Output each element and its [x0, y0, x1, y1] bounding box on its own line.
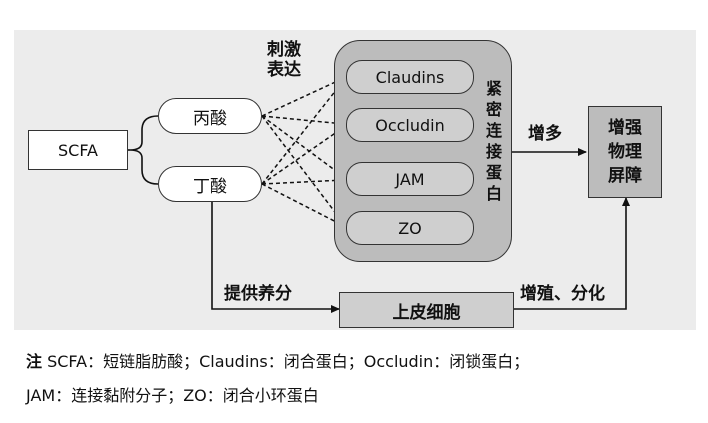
note-line-1: 注 SCFA：短链脂肪酸；Claudins：闭合蛋白；Occludin：闭锁蛋白…: [26, 348, 529, 372]
arrow-propionate-claudins: [261, 77, 345, 117]
epithelium-label: 上皮细胞: [392, 302, 461, 323]
propionate-label: 丙酸: [193, 108, 227, 129]
zo-box: ZO: [346, 211, 474, 245]
tj-char-5: 蛋: [485, 163, 502, 182]
zo-label: ZO: [398, 218, 422, 238]
arrow-proliferate: [514, 197, 630, 310]
butyrate-label: 丁酸: [193, 176, 227, 197]
occludin-label: Occludin: [375, 115, 445, 135]
arrow-butyrate-claudins: [261, 79, 345, 185]
stimulate-label: 刺激 表达: [262, 40, 306, 81]
barrier-box: 增强 物理 屏障: [588, 106, 662, 198]
note-prefix: 注: [26, 352, 43, 371]
proliferate-text: 增殖、分化: [520, 284, 605, 304]
claudins-box: Claudins: [346, 60, 474, 94]
barrier-line-2: 物理: [608, 142, 642, 162]
arrow-nutrition: [211, 196, 340, 313]
claudins-label: Claudins: [375, 67, 445, 87]
note-text-1: SCFA：短链脂肪酸；Claudins：闭合蛋白；Occludin：闭锁蛋白；: [42, 352, 530, 371]
tj-char-4: 接: [485, 142, 502, 161]
tj-char-6: 白: [485, 184, 502, 203]
occludin-box: Occludin: [346, 108, 474, 142]
barrier-line-1: 增强: [608, 118, 642, 138]
scfa-label: SCFA: [57, 140, 98, 160]
barrier-line-3: 屏障: [608, 166, 642, 186]
epithelium-box: 上皮细胞: [339, 292, 514, 328]
arrow-butyrate-zo: [261, 183, 345, 227]
nutrition-label: 提供养分: [224, 284, 292, 304]
arrow-butyrate-occludin: [261, 126, 345, 185]
scfa-box: SCFA: [28, 130, 128, 170]
nutrition-text: 提供养分: [224, 284, 292, 304]
tight-junction-label: 紧 密 连 接 蛋 白: [484, 78, 504, 204]
stimulate-line-1: 刺激: [267, 40, 301, 60]
arrow-butyrate-jam: [261, 176, 345, 185]
proliferate-label: 增殖、分化: [520, 284, 605, 304]
increase-label: 增多: [528, 124, 562, 144]
increase-text: 增多: [528, 124, 562, 144]
tj-char-3: 连: [485, 121, 502, 140]
arrow-propionate-zo: [261, 115, 345, 225]
note-line-2: JAM：连接黏附分子；ZO：闭合小环蛋白: [26, 382, 319, 406]
brace: [129, 115, 159, 185]
jam-label: JAM: [395, 169, 425, 189]
jam-box: JAM: [346, 162, 474, 196]
note-text-2: JAM：连接黏附分子；ZO：闭合小环蛋白: [26, 386, 319, 405]
butyrate-box: 丁酸: [158, 166, 262, 202]
arrow-propionate-occludin: [261, 115, 345, 128]
tj-char-1: 紧: [485, 79, 502, 98]
arrow-propionate-jam: [261, 115, 345, 178]
tj-char-2: 密: [485, 100, 502, 119]
stimulate-line-2: 表达: [267, 60, 301, 81]
propionate-box: 丙酸: [158, 98, 262, 134]
